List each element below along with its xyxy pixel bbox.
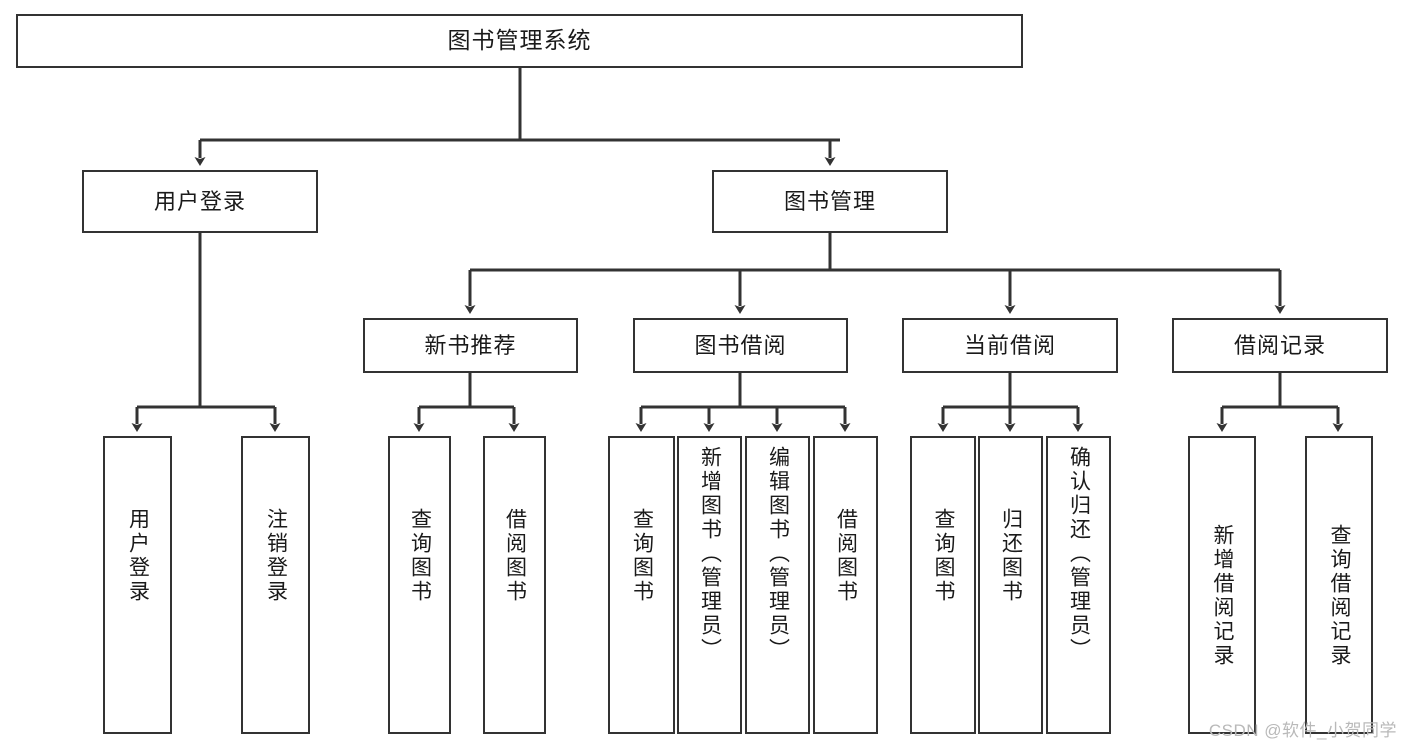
node-leaf-query-book-3-label: 查询图书 <box>932 508 956 604</box>
node-leaf-borrow-book-1[interactable]: 借阅图书 <box>483 436 546 734</box>
node-leaf-query-record-label: 查询借阅记录 <box>1328 524 1352 668</box>
node-user-login[interactable]: 用户登录 <box>82 170 318 233</box>
node-current-borrow[interactable]: 当前借阅 <box>902 318 1118 373</box>
node-book-manage[interactable]: 图书管理 <box>712 170 948 233</box>
node-leaf-query-book-3[interactable]: 查询图书 <box>910 436 976 734</box>
node-leaf-query-record[interactable]: 查询借阅记录 <box>1305 436 1373 734</box>
node-leaf-user-login[interactable]: 用户登录 <box>103 436 172 734</box>
node-leaf-logout-label: 注销登录 <box>264 508 288 604</box>
node-leaf-return-book-label: 归还图书 <box>999 508 1023 604</box>
node-leaf-borrow-book-1-label: 借阅图书 <box>503 508 527 604</box>
node-current-borrow-label: 当前借阅 <box>963 332 1056 358</box>
node-leaf-query-book-2-label: 查询图书 <box>630 508 654 604</box>
node-book-borrow[interactable]: 图书借阅 <box>633 318 848 373</box>
node-leaf-add-book[interactable]: 新增图书（管理员） <box>677 436 742 734</box>
node-borrow-record[interactable]: 借阅记录 <box>1172 318 1388 373</box>
node-borrow-record-label: 借阅记录 <box>1233 332 1326 358</box>
node-leaf-add-book-label: 新增图书（管理员） <box>698 446 722 662</box>
watermark: CSDN @软件_小贺同学 <box>1208 721 1397 740</box>
node-leaf-query-book-2[interactable]: 查询图书 <box>608 436 675 734</box>
node-leaf-user-login-label: 用户登录 <box>126 508 150 604</box>
node-leaf-return-book[interactable]: 归还图书 <box>978 436 1043 734</box>
node-new-book-recommend-label: 新书推荐 <box>424 332 517 358</box>
node-user-login-label: 用户登录 <box>153 188 246 214</box>
node-leaf-edit-book[interactable]: 编辑图书（管理员） <box>745 436 810 734</box>
node-book-manage-label: 图书管理 <box>783 188 876 214</box>
node-leaf-edit-book-label: 编辑图书（管理员） <box>766 446 790 662</box>
node-leaf-confirm-return-label: 确认归还（管理员） <box>1067 446 1091 662</box>
node-new-book-recommend[interactable]: 新书推荐 <box>363 318 578 373</box>
node-leaf-borrow-book-2[interactable]: 借阅图书 <box>813 436 878 734</box>
node-leaf-query-book-1-label: 查询图书 <box>408 508 432 604</box>
node-book-borrow-label: 图书借阅 <box>694 332 787 358</box>
node-root[interactable]: 图书管理系统 <box>16 14 1023 68</box>
node-root-label: 图书管理系统 <box>447 27 592 54</box>
node-leaf-borrow-book-2-label: 借阅图书 <box>834 508 858 604</box>
node-leaf-add-record-label: 新增借阅记录 <box>1211 524 1235 668</box>
node-leaf-confirm-return[interactable]: 确认归还（管理员） <box>1046 436 1111 734</box>
node-leaf-add-record[interactable]: 新增借阅记录 <box>1188 436 1256 734</box>
node-leaf-logout[interactable]: 注销登录 <box>241 436 310 734</box>
node-leaf-query-book-1[interactable]: 查询图书 <box>388 436 451 734</box>
